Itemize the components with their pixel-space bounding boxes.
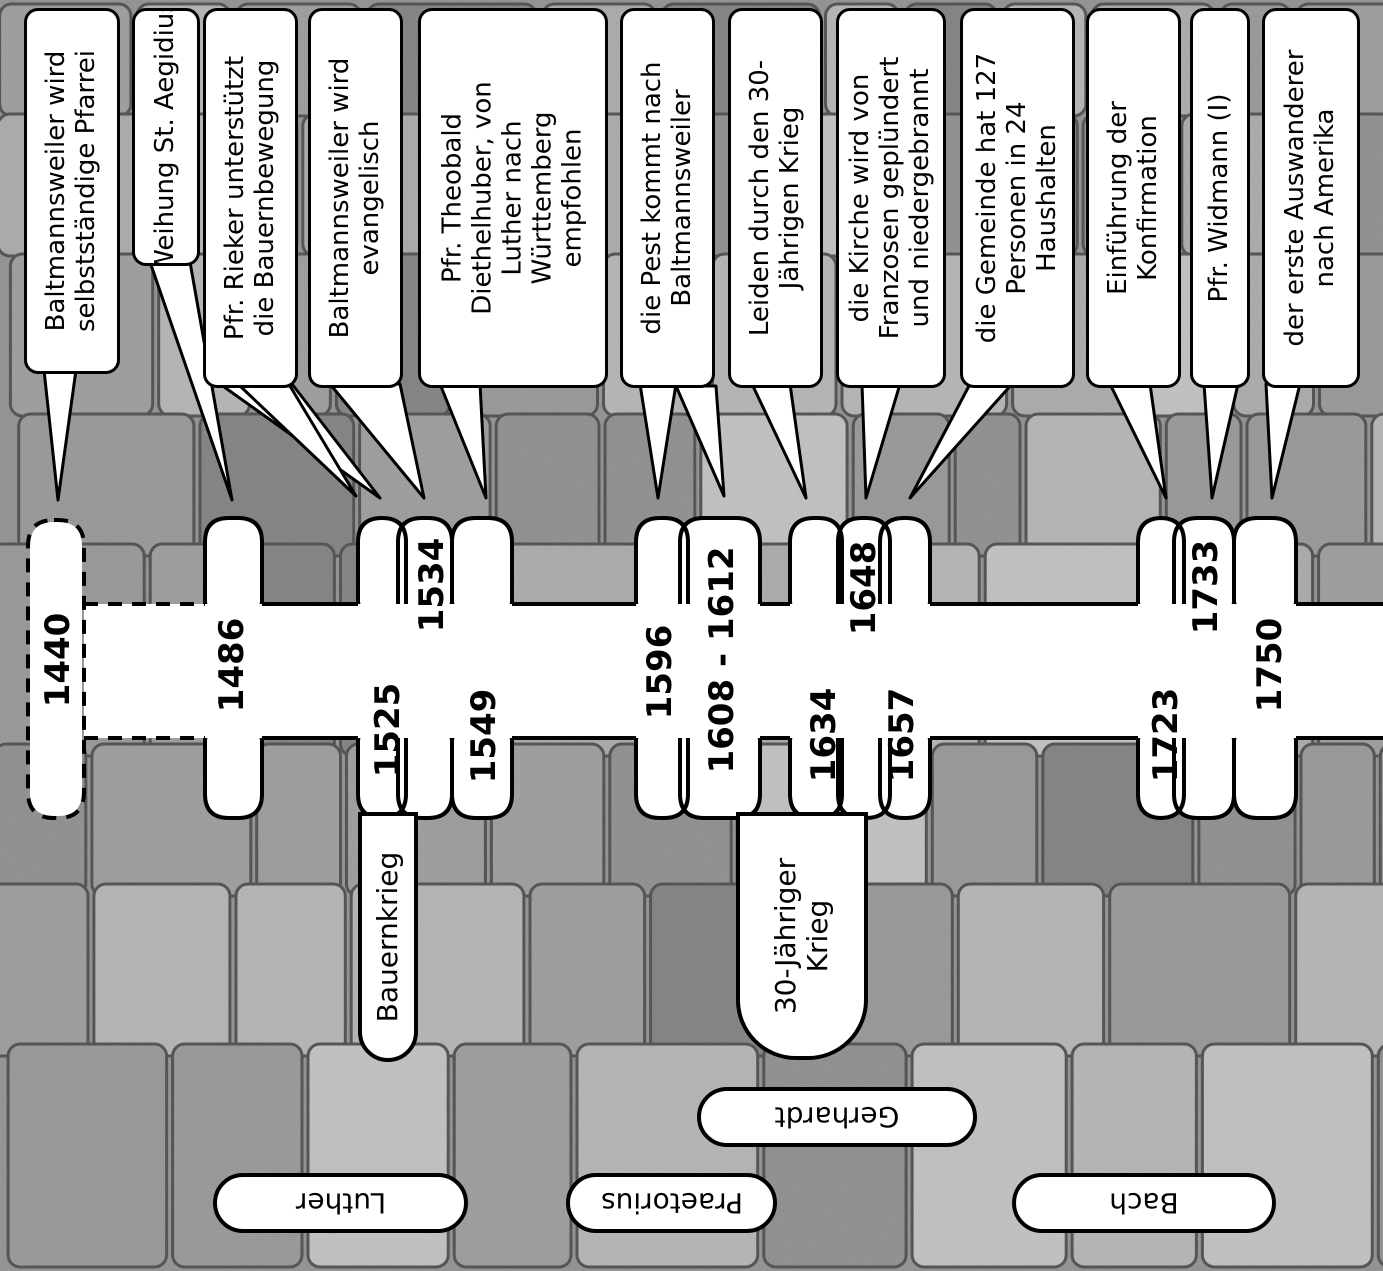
year-label: 1657 (882, 688, 922, 783)
composer-gerhardt-label: Gerhardt (775, 1101, 900, 1134)
event-text: Einführung der Konfirmation (1104, 101, 1164, 295)
event-callout: Pfr. Widmann (I) (1190, 8, 1250, 388)
event-text: Weihung St. Aegidius (151, 8, 181, 266)
year-label: 1549 (464, 689, 504, 784)
composer-bach-label: Bach (1109, 1187, 1179, 1220)
year-label: 1440 (38, 613, 78, 708)
composer-luther: Luther (213, 1173, 468, 1233)
year-label: 1750 (1250, 618, 1290, 713)
event-callout: die Pest kommt nach Baltmannsweiler (620, 8, 715, 388)
event-text: die Pest kommt nach Baltmannsweiler (638, 61, 698, 334)
event-callout: Weihung St. Aegidius (132, 8, 200, 266)
composer-bach: Bach (1012, 1173, 1276, 1233)
period-30-jaehriger-krieg: 30-Jähriger Krieg (736, 812, 868, 1060)
event-text: die Kirche wird von Franzosen geplündert… (846, 57, 936, 340)
composer-praetorius: Praetorius (566, 1173, 777, 1233)
event-callout: die Kirche wird von Franzosen geplündert… (836, 8, 946, 388)
year-label: 1733 (1186, 540, 1226, 635)
event-callout: Pfr. Rieker unterstützt die Bauernbewegu… (203, 8, 298, 388)
composer-gerhardt: Gerhardt (697, 1087, 977, 1147)
period-bauernkrieg: Bauernkrieg (358, 812, 418, 1062)
year-label: 1648 (844, 541, 884, 636)
event-text: der erste Auswanderer nach Amerika (1281, 50, 1341, 347)
year-label: 1596 (640, 625, 680, 720)
period-bauernkrieg-label: Bauernkrieg (372, 852, 404, 1023)
event-text: Pfr. Widmann (I) (1205, 94, 1235, 303)
event-callout: Pfr. Theobald Diethelhuber, von Luther n… (418, 8, 608, 388)
event-text: Baltmannsweiler wird selbstständige Pfar… (42, 50, 102, 332)
year-label: 1608 - 1612 (702, 546, 742, 773)
event-callout: Baltmannsweiler wird evangelisch (308, 8, 403, 388)
period-30-jaehriger-krieg-label: 30-Jähriger Krieg (770, 858, 834, 1014)
year-label: 1723 (1146, 688, 1186, 783)
event-callout: Leiden durch den 30- Jährigen Krieg (728, 8, 823, 388)
event-text: Leiden durch den 30- Jährigen Krieg (746, 60, 806, 336)
year-label: 1486 (212, 618, 252, 713)
event-callout: der erste Auswanderer nach Amerika (1262, 8, 1360, 388)
event-callout: die Gemeinde hat 127 Personen in 24 Haus… (960, 8, 1075, 388)
event-callout: Baltmannsweiler wird selbstständige Pfar… (24, 8, 120, 374)
event-text: Pfr. Rieker unterstützt die Bauernbewegu… (221, 56, 281, 340)
composer-luther-label: Luther (295, 1187, 385, 1220)
year-label: 1634 (804, 688, 844, 783)
composer-praetorius-label: Praetorius (600, 1187, 742, 1220)
event-text: die Gemeinde hat 127 Personen in 24 Haus… (973, 53, 1063, 343)
event-callout: Einführung der Konfirmation (1086, 8, 1181, 388)
year-label: 1534 (412, 538, 452, 633)
event-text: Pfr. Theobald Diethelhuber, von Luther n… (438, 81, 587, 315)
year-label: 1525 (368, 683, 408, 778)
event-text: Baltmannsweiler wird evangelisch (326, 58, 386, 339)
